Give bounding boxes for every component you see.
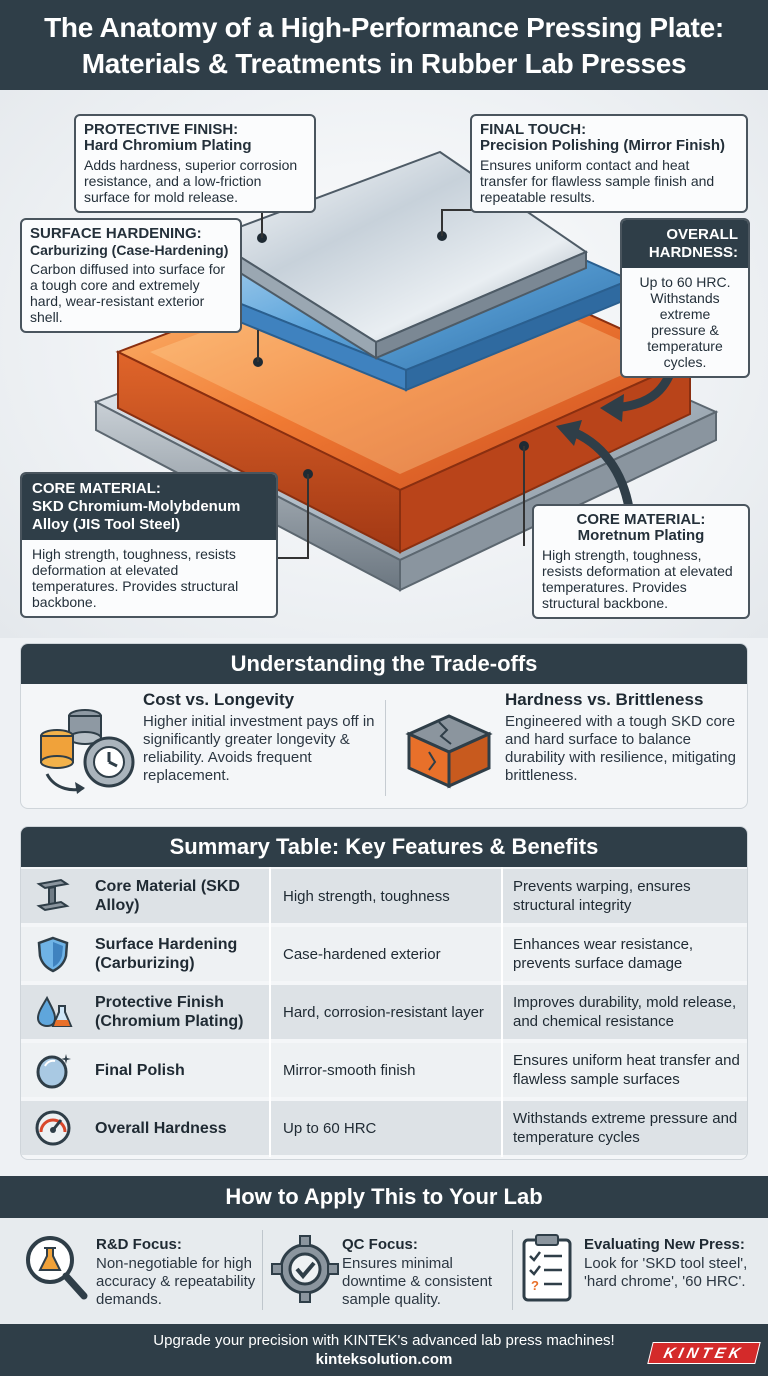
apply-qc-text: Ensures minimal downtime & consistent sa… <box>342 1255 493 1308</box>
summary-title: Summary Table: Key Features & Benefits <box>21 827 747 867</box>
row-core-feature: Core Material (SKD Alloy) <box>95 878 240 914</box>
row-surface-property: Case-hardened exterior <box>283 945 441 963</box>
svg-text:?: ? <box>531 1278 539 1293</box>
callout-protective-label: PROTECTIVE FINISH: <box>84 121 239 138</box>
row-hardness-benefit: Withstands extreme pressure and temperat… <box>513 1110 738 1146</box>
apply-evaluating: Evaluating New Press: Look for 'SKD tool… <box>584 1236 762 1291</box>
plate-illustration-area: PROTECTIVE FINISH: Hard Chromium Plating… <box>0 90 768 638</box>
callout-final-sub: Precision Polishing (Mirror Finish) <box>480 137 726 154</box>
callout-core-material-right: CORE MATERIAL: Moretnum Plating High str… <box>532 504 750 619</box>
table-row: Protective Finish (Chromium Plating) Har… <box>21 985 747 1039</box>
kintek-logo: KINTEK <box>647 1342 761 1364</box>
steel-beam-icon <box>36 878 70 912</box>
page-title-line1: The Anatomy of a High-Performance Pressi… <box>44 12 724 43</box>
callout-core-left-sub: SKD Chromium-Molybdenum Alloy (JIS Tool … <box>32 498 241 533</box>
shield-icon <box>37 936 69 973</box>
row-surface-feature: Surface Hardening (Carburizing) <box>95 936 238 972</box>
footer-cta: Upgrade your precision with KINTEK's adv… <box>153 1332 615 1349</box>
callout-core-material-left: CORE MATERIAL: SKD Chromium-Molybdenum A… <box>20 472 278 618</box>
tradeoff-divider <box>385 700 386 796</box>
tradeoff-cost-text: Higher initial investment pays off in si… <box>143 713 375 784</box>
page-footer: Upgrade your precision with KINTEK's adv… <box>0 1324 768 1376</box>
apply-qc-heading: QC Focus: <box>342 1236 418 1253</box>
callout-surface-label: SURFACE HARDENING: <box>30 225 202 242</box>
row-polish-feature: Final Polish <box>95 1061 185 1079</box>
row-polish-property: Mirror-smooth finish <box>283 1061 416 1079</box>
apply-eval-text: Look for 'SKD tool steel', 'hard chrome'… <box>584 1255 748 1290</box>
apply-rnd-heading: R&D Focus: <box>96 1236 182 1253</box>
mirror-icon <box>36 1054 71 1089</box>
callout-protective-finish: PROTECTIVE FINISH: Hard Chromium Plating… <box>74 114 316 213</box>
apply-eval-heading: Evaluating New Press: <box>584 1236 745 1253</box>
callout-core-right-label: CORE MATERIAL: <box>576 511 706 528</box>
row-polish-benefit: Ensures uniform heat transfer and flawle… <box>513 1052 740 1088</box>
tradeoffs-title: Understanding the Trade-offs <box>21 644 747 684</box>
row-hardness-feature: Overall Hardness <box>95 1119 227 1137</box>
row-protective-benefit: Improves durability, mold release, and c… <box>513 994 737 1030</box>
callout-core-left-label: CORE MATERIAL: <box>32 480 161 497</box>
callout-overall-hardness: OVERALL HARDNESS: Up to 60 HRC. Withstan… <box>620 218 750 378</box>
tradeoff-hardness-heading: Hardness vs. Brittleness <box>505 690 704 709</box>
table-row: Final Polish Mirror-smooth finish Ensure… <box>21 1043 747 1097</box>
table-row: Surface Hardening (Carburizing) Case-har… <box>21 927 747 981</box>
callout-protective-sub: Hard Chromium Plating <box>84 137 252 154</box>
apply-divider <box>262 1230 263 1310</box>
coins-clock-icon <box>40 709 135 794</box>
tradeoff-cost-heading: Cost vs. Longevity <box>143 690 295 709</box>
row-core-property: High strength, toughness <box>283 887 450 905</box>
callout-surface-sub: Carburizing (Case-Hardening) <box>30 242 229 258</box>
row-surface-benefit: Enhances wear resistance, prevents surfa… <box>513 936 694 972</box>
summary-table: Summary Table: Key Features & Benefits C… <box>20 826 748 1160</box>
cracked-block-icon <box>405 714 493 789</box>
row-core-benefit: Prevents warping, ensures structural int… <box>513 878 691 914</box>
tradeoffs-section: Understanding the Trade-offs Cost vs. Lo… <box>20 643 748 809</box>
tradeoff-hardness-brittleness: Hardness vs. Brittleness Engineered with… <box>505 690 745 785</box>
apply-rnd: R&D Focus: Non-negotiable for high accur… <box>96 1236 258 1309</box>
callout-protective-desc: Adds hardness, superior corrosion resist… <box>84 157 298 205</box>
callout-final-touch: FINAL TOUCH: Precision Polishing (Mirror… <box>470 114 748 213</box>
callout-final-desc: Ensures uniform contact and heat transfe… <box>480 157 715 205</box>
droplet-flask-icon <box>36 995 73 1028</box>
page-title-line2: Materials & Treatments in Rubber Lab Pre… <box>81 48 687 79</box>
apply-rnd-text: Non-negotiable for high accuracy & repea… <box>96 1255 256 1308</box>
callout-overall-head: OVERALL HARDNESS: <box>622 220 748 268</box>
callout-overall-label1: OVERALL <box>666 226 738 243</box>
gauge-icon <box>35 1110 71 1146</box>
page-header: The Anatomy of a High-Performance Pressi… <box>0 0 768 90</box>
apply-section: R&D Focus: Non-negotiable for high accur… <box>0 1218 768 1324</box>
apply-qc: QC Focus: Ensures minimal downtime & con… <box>342 1236 510 1309</box>
callout-overall-desc: Up to 60 HRC. Withstands extreme pressur… <box>639 274 731 370</box>
row-protective-feature: Protective Finish (Chromium Plating) <box>95 994 244 1030</box>
callout-final-label: FINAL TOUCH: <box>480 121 587 138</box>
callout-core-left-desc: High strength, toughness, resists deform… <box>32 546 239 610</box>
table-row: Overall Hardness Up to 60 HRC Withstands… <box>21 1101 747 1155</box>
callout-surface-hardening: SURFACE HARDENING: Carburizing (Case-Har… <box>20 218 242 333</box>
apply-divider <box>512 1230 513 1310</box>
clipboard-checklist-icon: ? <box>522 1234 572 1302</box>
row-protective-property: Hard, corrosion-resistant layer <box>283 1003 484 1021</box>
callout-surface-desc: Carbon diffused into surface for a tough… <box>30 261 226 325</box>
table-col-divider <box>501 867 503 1157</box>
footer-website-link[interactable]: kinteksolution.com <box>315 1351 453 1368</box>
callout-core-right-sub: Moretnum Plating <box>577 527 705 544</box>
table-row: Core Material (SKD Alloy) High strength,… <box>21 869 747 923</box>
callout-core-right-desc: High strength, toughness, resists deform… <box>542 547 733 611</box>
row-hardness-property: Up to 60 HRC <box>283 1119 377 1137</box>
tradeoff-hardness-text: Engineered with a tough SKD core and har… <box>505 713 736 784</box>
magnifier-flask-icon <box>26 1236 88 1300</box>
callout-core-left-head: CORE MATERIAL: SKD Chromium-Molybdenum A… <box>22 474 276 540</box>
gear-check-icon <box>271 1235 339 1303</box>
callout-overall-label2: HARDNESS: <box>648 244 738 261</box>
tradeoff-cost-longevity: Cost vs. Longevity Higher initial invest… <box>143 690 375 785</box>
apply-title: How to Apply This to Your Lab <box>0 1176 768 1218</box>
table-col-divider <box>269 867 271 1157</box>
